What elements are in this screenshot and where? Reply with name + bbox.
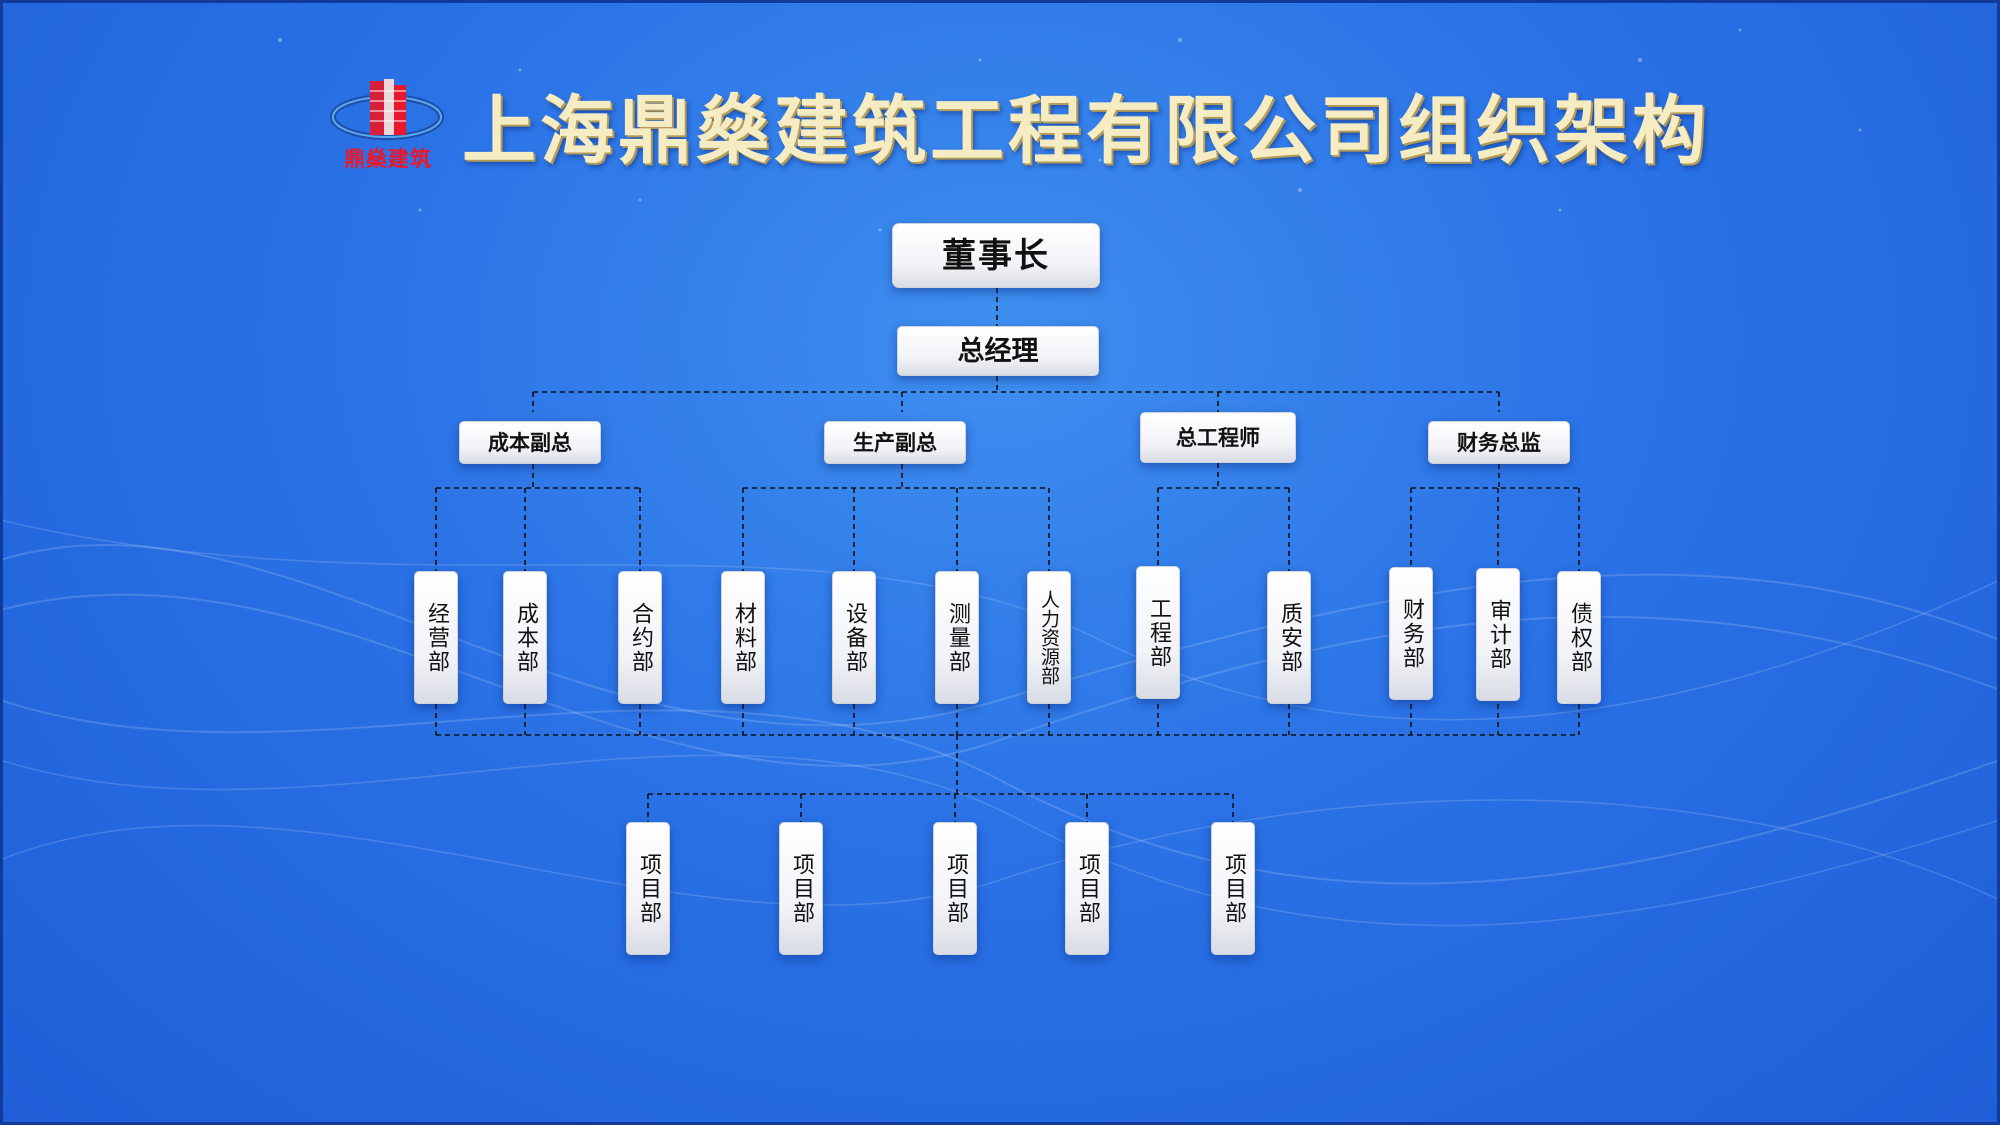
- logo-text: 鼎燊建筑: [344, 147, 432, 171]
- department-box-9: 财务部: [1389, 567, 1433, 700]
- project-box-3: 项目部: [1065, 822, 1109, 955]
- department-box-10: 审计部: [1476, 568, 1520, 701]
- department-box-6: 人力资源部: [1027, 571, 1071, 704]
- deputy-box-0: 成本副总: [459, 421, 601, 464]
- department-box-3: 材料部: [721, 571, 765, 704]
- department-box-7: 工程部: [1136, 566, 1180, 699]
- department-box-4: 设备部: [832, 571, 876, 704]
- deputy-box-1: 生产副总: [824, 421, 966, 464]
- company-logo-icon: [330, 79, 444, 140]
- project-box-4: 项目部: [1211, 822, 1255, 955]
- project-box-1: 项目部: [779, 822, 823, 955]
- department-box-5: 测量部: [935, 571, 979, 704]
- department-box-11: 债权部: [1557, 571, 1601, 704]
- deputy-box-2: 总工程师: [1140, 412, 1296, 463]
- project-box-2: 项目部: [933, 822, 977, 955]
- department-box-8: 质安部: [1267, 571, 1311, 704]
- general-manager-box: 总经理: [897, 326, 1099, 376]
- department-box-1: 成本部: [503, 571, 547, 704]
- project-box-0: 项目部: [626, 822, 670, 955]
- department-box-0: 经营部: [414, 571, 458, 704]
- chairman-box: 董事长: [892, 223, 1100, 288]
- deputy-box-3: 财务总监: [1428, 421, 1570, 464]
- department-box-2: 合约部: [618, 571, 662, 704]
- page-title: 上海鼎燊建筑工程有限公司组织架构: [462, 88, 1710, 174]
